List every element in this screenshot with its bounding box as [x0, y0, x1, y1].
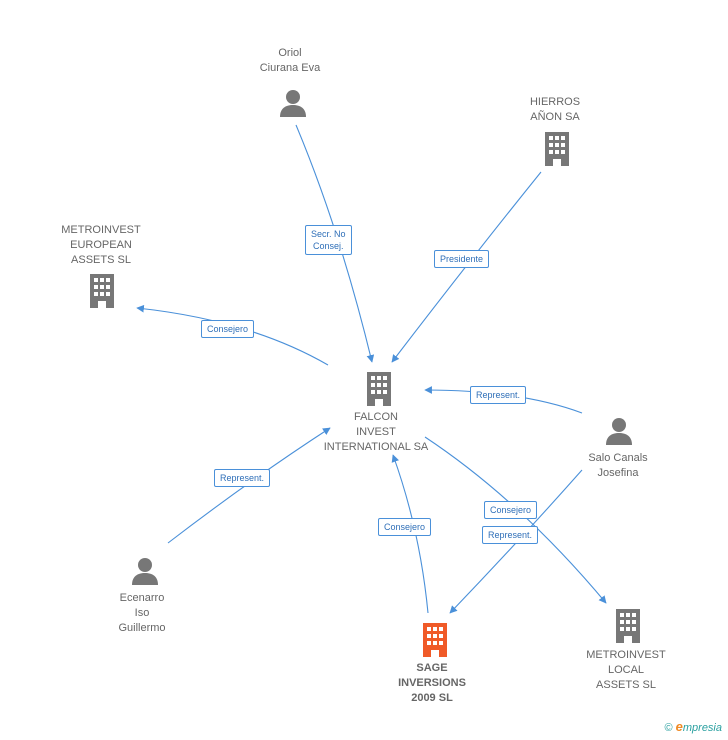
edge-label-represent: Represent.: [470, 386, 527, 404]
node-salo[interactable]: Salo Canals Josefina: [568, 451, 668, 481]
building-icon: [423, 623, 447, 657]
node-label: Ecenarro Iso Guillermo: [118, 592, 166, 634]
node-falcon[interactable]: FALCON INVEST INTERNATIONAL SA: [316, 410, 436, 455]
copyright-symbol: ©: [664, 722, 673, 734]
node-metroinvest-local[interactable]: METROINVEST LOCAL ASSETS SL: [571, 648, 681, 693]
brand-name: mpresia: [682, 722, 722, 734]
building-icon: [90, 274, 114, 308]
node-label: METROINVEST LOCAL ASSETS SL: [586, 649, 666, 691]
edge-label-consejero: Consejero: [378, 518, 432, 536]
node-oriol[interactable]: Oriol Ciurana Eva: [240, 46, 340, 76]
edge-label-consejero: Consejero: [484, 501, 538, 519]
empresia-logo: © empresia: [664, 719, 722, 734]
brand-initial: e: [675, 719, 683, 734]
node-sage[interactable]: SAGE INVERSIONS 2009 SL: [382, 661, 482, 706]
building-icon: [545, 132, 569, 166]
node-label: Oriol Ciurana Eva: [259, 47, 321, 74]
node-label: SAGE INVERSIONS 2009 SL: [398, 662, 466, 704]
edge-label-secr-no-consej: Secr. No Consej.: [305, 225, 352, 255]
node-ecenarro[interactable]: Ecenarro Iso Guillermo: [92, 591, 192, 636]
person-icon: [606, 418, 632, 445]
node-label: HIERROS AÑON SA: [529, 96, 581, 123]
node-metroinvest-european[interactable]: METROINVEST EUROPEAN ASSETS SL: [46, 223, 156, 268]
node-label: FALCON INVEST INTERNATIONAL SA: [323, 411, 429, 453]
node-label: METROINVEST EUROPEAN ASSETS SL: [61, 224, 141, 266]
edge-label-consejero: Consejero: [201, 320, 255, 338]
person-icon: [280, 90, 306, 117]
person-icon: [132, 558, 158, 585]
edge-label-presidente: Presidente: [434, 250, 490, 268]
building-icon: [616, 609, 640, 643]
node-label: Salo Canals Josefina: [588, 452, 648, 479]
building-icon: [367, 372, 391, 406]
node-hierros[interactable]: HIERROS AÑON SA: [505, 95, 605, 125]
edge-label-represent: Represent.: [214, 469, 271, 487]
edge-label-represent: Represent.: [482, 526, 539, 544]
